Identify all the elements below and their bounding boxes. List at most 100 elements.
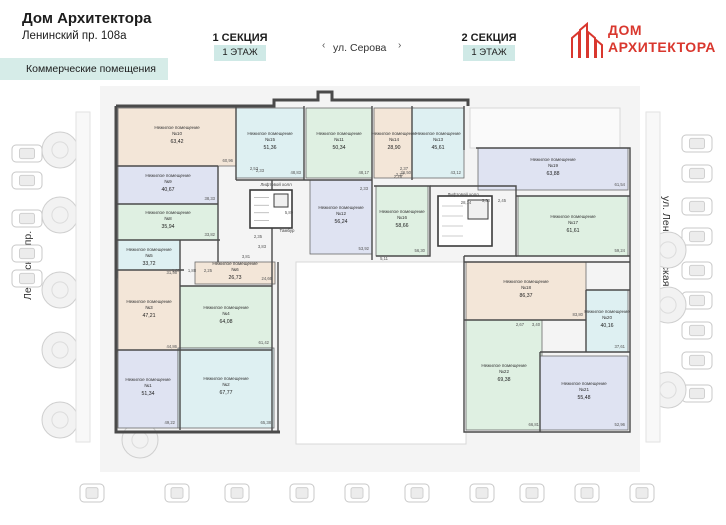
wall xyxy=(430,185,517,257)
parked-car-icon xyxy=(224,483,250,503)
room-area: 64,08 xyxy=(220,319,233,325)
section-1-floor-badge[interactable]: 1 ЭТАЖ xyxy=(214,45,266,61)
logo: ДОМ АРХИТЕКТОРА xyxy=(570,20,715,62)
parked-car-icon xyxy=(681,261,713,280)
room-caption: Нежилое помещение xyxy=(125,377,171,382)
room-14[interactable] xyxy=(411,107,465,179)
logo-mark-icon xyxy=(571,22,603,58)
room-number: №13 xyxy=(433,137,443,142)
room-sub-area: 31,46 xyxy=(167,270,178,275)
room-19[interactable] xyxy=(585,289,629,353)
section-2-floor-badge[interactable]: 1 ЭТАЖ xyxy=(463,45,515,61)
hall-label-1: Лифтовой холл xyxy=(260,182,292,187)
room-5[interactable] xyxy=(194,261,276,285)
room-area: 33,72 xyxy=(143,261,156,267)
logo-line-2: АРХИТЕКТОРА xyxy=(608,39,716,55)
room-caption: Нежилое помещение xyxy=(126,247,172,252)
room-number: №17 xyxy=(568,220,578,225)
section-2-title: 2 СЕКЦИЯ xyxy=(461,32,517,44)
parked-car-icon xyxy=(629,483,655,503)
parked-car-icon xyxy=(11,171,43,190)
room-area: 55,48 xyxy=(578,395,591,401)
room-caption: Нежилое помещение xyxy=(316,131,362,136)
hall-label-3: Тамбур xyxy=(280,228,295,233)
minor-area-label: 2,67 xyxy=(516,322,525,327)
room-sub-area: 83,80 xyxy=(573,312,584,317)
left-sidewalk xyxy=(75,111,91,443)
minor-area-label: 2,33 xyxy=(360,186,369,191)
room-17[interactable] xyxy=(517,195,629,257)
room-sub-area: 44,86 xyxy=(167,344,178,349)
room-area: 28,90 xyxy=(388,145,401,151)
hall-label-2: Лифтовой холл xyxy=(447,192,479,197)
minor-area-label: 2,27 xyxy=(396,172,405,177)
room-15[interactable] xyxy=(375,185,429,257)
room-number: №2 xyxy=(222,382,230,387)
room-7[interactable] xyxy=(179,285,273,349)
room-16[interactable] xyxy=(477,147,629,191)
wall xyxy=(114,106,280,434)
tree-icon xyxy=(41,331,79,369)
room-sub-area: 48,83 xyxy=(291,170,302,175)
room-area: 35,94 xyxy=(162,224,175,230)
room-6[interactable] xyxy=(117,269,181,353)
room-sub-area: 52,96 xyxy=(615,422,626,427)
room-10[interactable] xyxy=(235,107,305,179)
room-13[interactable] xyxy=(373,107,415,179)
commercial-premises-badge[interactable]: Коммерческие помещения xyxy=(0,58,168,80)
minor-area-label: 1,88 xyxy=(188,268,197,273)
room-caption: Нежилое помещение xyxy=(550,214,596,219)
parked-car-icon xyxy=(681,321,713,340)
room-21[interactable] xyxy=(539,355,629,431)
room-area: 50,34 xyxy=(333,145,346,151)
parked-car-icon xyxy=(11,244,43,263)
minor-area-label: 2,45 xyxy=(498,198,507,203)
room-area: 69,38 xyxy=(498,377,511,383)
room-11[interactable] xyxy=(305,107,373,179)
room-area: 58,66 xyxy=(396,223,409,229)
room-area: 26,73 xyxy=(229,275,242,281)
room-8[interactable] xyxy=(117,349,179,429)
room-12[interactable] xyxy=(309,179,373,255)
room-9[interactable] xyxy=(177,347,275,429)
room-caption: Нежилое помещение xyxy=(212,261,258,266)
room-sub-area: 48,17 xyxy=(359,170,370,175)
room-area: 51,36 xyxy=(264,145,277,151)
room-caption: Нежилое помещение xyxy=(584,309,630,314)
minor-area-label: 3,81 xyxy=(242,254,251,259)
room-area: 45,61 xyxy=(432,145,445,151)
room-sub-area: 56,30 xyxy=(415,248,426,253)
room-caption: Нежилое помещение xyxy=(145,173,191,178)
parked-car-icon xyxy=(681,291,713,310)
wall xyxy=(464,261,630,432)
minor-area-label: 2,35 xyxy=(254,234,263,239)
stair-core-1 xyxy=(249,189,293,229)
room-18[interactable] xyxy=(465,261,587,321)
room-caption: Нежилое помещение xyxy=(145,210,191,215)
room-2[interactable] xyxy=(117,165,219,205)
minor-area-label: 5,11 xyxy=(380,256,389,261)
room-caption: Нежилое помещение xyxy=(561,381,607,386)
courtyard xyxy=(295,261,467,445)
room-number: №15 xyxy=(265,137,275,142)
room-20[interactable] xyxy=(465,319,543,431)
tree-icon xyxy=(41,131,79,169)
parked-car-icon xyxy=(681,227,713,246)
wall xyxy=(374,185,431,257)
room-1[interactable] xyxy=(117,107,237,167)
parked-car-icon xyxy=(681,351,713,370)
room-number: №1 xyxy=(144,383,152,388)
room-area: 40,16 xyxy=(601,323,614,329)
room-caption: Нежилое помещение xyxy=(318,205,364,210)
room-sub-area: 53,92 xyxy=(359,246,370,251)
room-sub-area: 65,38 xyxy=(261,420,272,425)
wall xyxy=(116,90,470,108)
room-caption: Нежилое помещение xyxy=(371,131,417,136)
room-number: №10 xyxy=(172,131,182,136)
room-sub-area: 38,33 xyxy=(205,196,216,201)
walls-layer xyxy=(114,90,631,434)
parked-car-icon xyxy=(574,483,600,503)
room-sub-area: 37,61 xyxy=(615,344,626,349)
room-area: 67,77 xyxy=(220,390,233,396)
